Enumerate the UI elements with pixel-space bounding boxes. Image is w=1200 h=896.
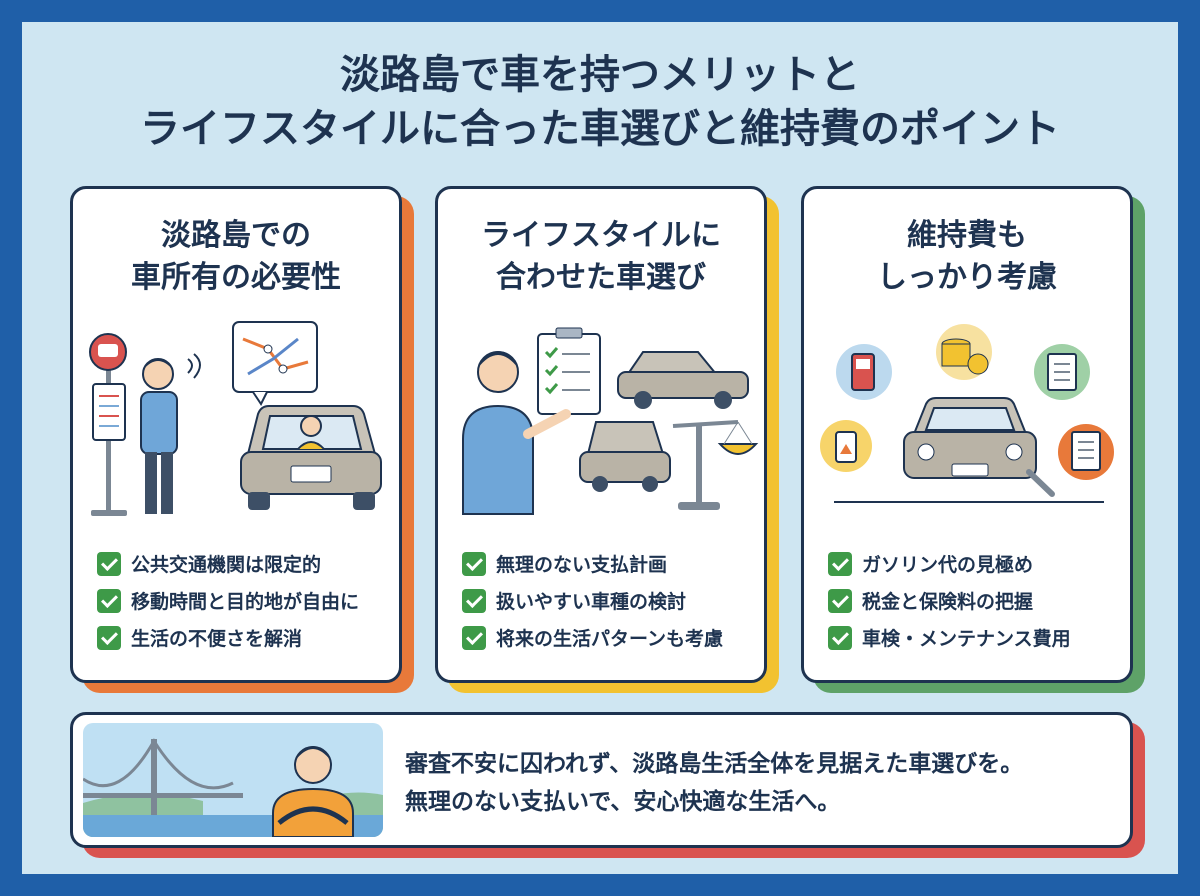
check-item: 車検・メンテナンス費用 — [828, 619, 1071, 656]
card-title: 淡路島での 車所有の必要性 — [73, 215, 399, 299]
car-icon — [240, 405, 382, 510]
wrench-icon — [1026, 469, 1055, 497]
card-lifestyle-choice: ライフスタイルに 合わせた車選び — [435, 186, 767, 683]
checklist-icon — [537, 327, 601, 415]
card-car-necessity: 淡路島での 車所有の必要性 — [70, 186, 402, 683]
card-title: 維持費も しっかり考慮 — [804, 215, 1130, 299]
card-title-line-1: 維持費も — [907, 218, 1027, 253]
person-icon — [462, 351, 571, 515]
cost-illustration — [820, 324, 1114, 503]
check-icon — [97, 625, 121, 650]
bus-stop-icon — [89, 333, 127, 516]
check-item: 公共交通機関は限定的 — [97, 545, 359, 582]
check-item: 扱いやすい車種の検討 — [462, 582, 723, 619]
page-title: 淡路島で車を持つメリットと ライフスタイルに合った車選びと維持費のポイント — [0, 48, 1200, 156]
bridge-driver-illustration — [83, 723, 383, 837]
title-line-1: 淡路島で車を持つメリットと — [340, 52, 860, 98]
check-list: ガソリン代の見極め 税金と保険料の把握 車検・メンテナンス費用 — [828, 545, 1071, 656]
fuel-pump-icon — [836, 344, 892, 400]
check-text: 生活の不便さを解消 — [131, 628, 303, 650]
check-text: 無理のない支払計画 — [496, 554, 668, 576]
card-maintenance-cost: 維持費も しっかり考慮 — [801, 186, 1133, 683]
card-title-line-2: 車所有の必要性 — [131, 260, 341, 295]
card-title-line-1: 淡路島での — [161, 218, 311, 253]
person-icon — [140, 353, 201, 514]
balance-scale-icon — [672, 420, 759, 510]
check-icon — [462, 625, 486, 650]
check-list: 無理のない支払計画 扱いやすい車種の検討 将来の生活パターンも考慮 — [462, 545, 723, 656]
check-text: 公共交通機関は限定的 — [131, 554, 322, 576]
title-line-2: ライフスタイルに合った車選びと維持費のポイント — [140, 106, 1060, 152]
card-title: ライフスタイルに 合わせた車選び — [438, 215, 764, 299]
check-text: 扱いやすい車種の検討 — [496, 591, 687, 613]
check-icon — [828, 625, 852, 650]
driver-icon — [272, 746, 354, 837]
map-bubble-icon — [232, 321, 318, 406]
check-text: 将来の生活パターンも考慮 — [496, 628, 724, 650]
check-icon — [462, 588, 486, 613]
check-icon — [462, 551, 486, 576]
car-front-icon — [834, 397, 1104, 503]
check-item: 税金と保険料の把握 — [828, 582, 1071, 619]
check-list: 公共交通機関は限定的 移動時間と目的地が自由に 生活の不便さを解消 — [97, 545, 359, 656]
car-choice-illustration — [462, 327, 759, 515]
coins-icon — [936, 324, 992, 380]
card-title-line-2: しっかり考慮 — [877, 260, 1057, 295]
check-icon — [828, 551, 852, 576]
check-item: ガソリン代の見極め — [828, 545, 1071, 582]
check-item: 無理のない支払計画 — [462, 545, 723, 582]
banner-line-1: 審査不安に囚われず、淡路島生活全体を見据えた車選びを。 — [405, 751, 1024, 777]
check-icon — [97, 551, 121, 576]
document-icon — [1034, 344, 1090, 400]
gas-can-icon — [820, 420, 872, 472]
check-text: ガソリン代の見極め — [862, 554, 1034, 576]
invoice-icon — [1058, 424, 1114, 480]
card-title-line-2: 合わせた車選び — [496, 260, 706, 295]
check-text: 税金と保険料の把握 — [862, 591, 1034, 613]
banner-line-2: 無理のない支払いで、安心快適な生活へ。 — [405, 789, 841, 815]
check-item: 将来の生活パターンも考慮 — [462, 619, 723, 656]
banner-message: 審査不安に囚われず、淡路島生活全体を見据えた車選びを。 無理のない支払いで、安心… — [405, 745, 1125, 821]
sedan-icon — [617, 351, 749, 409]
check-icon — [828, 588, 852, 613]
island-life-illustration — [89, 321, 382, 516]
compact-car-icon — [579, 421, 671, 492]
check-item: 生活の不便さを解消 — [97, 619, 359, 656]
check-text: 車検・メンテナンス費用 — [862, 628, 1071, 650]
check-item: 移動時間と目的地が自由に — [97, 582, 359, 619]
summary-banner — [70, 712, 1133, 848]
bridge-icon — [83, 738, 243, 815]
check-icon — [97, 588, 121, 613]
card-title-line-1: ライフスタイルに — [481, 218, 721, 253]
check-text: 移動時間と目的地が自由に — [131, 591, 360, 613]
